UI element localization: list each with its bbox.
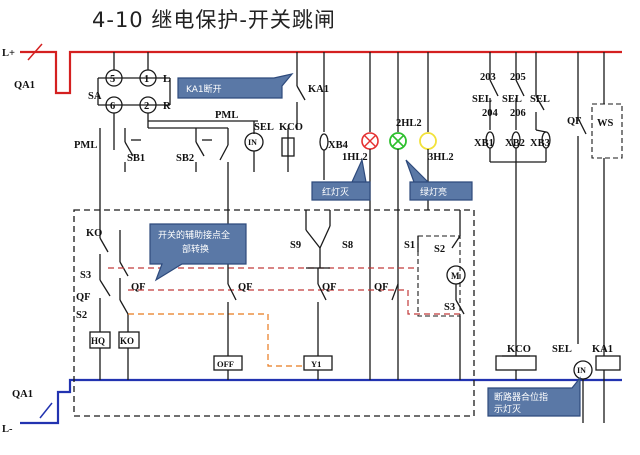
sel-in-unit — [244, 121, 264, 172]
qf-2-label: QF — [238, 282, 253, 293]
callout-red-lamp: 红灯灭 — [311, 158, 371, 201]
pml-top-label: PML — [215, 110, 238, 121]
off-link-line — [128, 313, 306, 367]
xb1-label: XB1 — [474, 138, 494, 149]
ka1-contact — [296, 52, 306, 130]
qf-3-label: QF — [322, 282, 337, 293]
qf-left-label: QF — [76, 292, 91, 303]
node-205-label: 205 — [510, 72, 526, 83]
l-label: L — [163, 74, 170, 85]
qf-5-label: QF — [567, 116, 582, 127]
callout-ka1-open: KA1断开 — [177, 73, 294, 99]
r-label: R — [163, 101, 171, 112]
sel-label: SEL — [254, 122, 274, 133]
positive-rail — [20, 43, 622, 95]
s2-left-label: S2 — [76, 310, 87, 321]
y1-coil-label: Y1 — [311, 359, 321, 369]
control-switch-sa — [97, 52, 258, 150]
sel-b-label: SEL — [552, 344, 572, 355]
svg-text:断路器合位指: 断路器合位指 — [494, 391, 548, 403]
y1-branch — [303, 210, 333, 380]
green-lamp-2hl2 — [389, 52, 407, 380]
left-chain — [89, 170, 140, 380]
callout-green-lamp: 绿灯亮 — [405, 159, 473, 201]
svg-text:KA1断开: KA1断开 — [186, 83, 222, 95]
s3-right-label: S3 — [444, 302, 455, 313]
svg-text:绿灯亮: 绿灯亮 — [420, 186, 447, 198]
meter-1-label: 1 — [144, 74, 149, 85]
s9-label: S9 — [290, 240, 301, 251]
sel-2-label: SEL — [502, 94, 522, 105]
pml-left-label: PML — [74, 140, 97, 151]
s3-left-label: S3 — [80, 270, 91, 281]
svg-text:部转换: 部转换 — [182, 243, 209, 255]
callout-indicator: 断路器合位指 示灯灭 — [487, 376, 581, 417]
kco-b-label: KCO — [507, 344, 531, 355]
sb2-label: SB2 — [176, 153, 194, 164]
svg-text:红灯灭: 红灯灭 — [322, 186, 349, 198]
motor-branch — [417, 210, 466, 380]
ka1-b-label: KA1 — [592, 344, 613, 355]
page-title: 4-10 继电保护-开关跳闸 — [92, 8, 336, 32]
sa-label: SA — [88, 91, 102, 102]
xb2-label: XB2 — [505, 138, 525, 149]
hl2-label: 2HL2 — [396, 118, 422, 129]
qa1-bottom-label: QA1 — [12, 389, 33, 400]
node-206-label: 206 — [510, 108, 526, 119]
push-button-sb1 — [124, 128, 141, 172]
positive-rail-label: L+ — [2, 48, 15, 59]
svg-text:示灯灭: 示灯灭 — [494, 404, 521, 415]
s8-label: S8 — [342, 240, 353, 251]
qf-lamp-contact — [391, 283, 399, 301]
svg-text:开关的辅助接点全: 开关的辅助接点全 — [158, 229, 230, 241]
node-203-label: 203 — [480, 72, 496, 83]
qf-1-label: QF — [131, 282, 146, 293]
ws-label: WS — [597, 118, 614, 129]
off-coil-label: OFF — [217, 359, 234, 369]
hq-coil-label: HQ — [91, 336, 105, 346]
mechanism-box — [73, 209, 475, 417]
xb4-connector — [319, 52, 329, 180]
ko-coil-label: KO — [120, 336, 134, 346]
kco-unit — [281, 128, 295, 172]
yellow-lamp-3hl2 — [419, 52, 437, 210]
ka1-label: KA1 — [308, 84, 329, 95]
qf-4-label: QF — [374, 282, 389, 293]
in-label: IN — [248, 138, 257, 147]
xb4-label: XB4 — [328, 140, 349, 151]
meter-6-label: 6 — [110, 101, 115, 112]
meter-2-label: 2 — [144, 101, 149, 112]
sb1-label: SB1 — [127, 153, 145, 164]
hl1-label: 1HL2 — [342, 152, 368, 163]
mech-link-line-2 — [128, 289, 460, 315]
motor-label: M — [451, 271, 460, 281]
push-button-sb2 — [195, 128, 212, 172]
qf-ws-section — [573, 52, 623, 423]
hl3-label: 3HL2 — [428, 152, 454, 163]
qa1-top-label: QA1 — [14, 80, 35, 91]
qf-off-branch — [213, 178, 243, 380]
s2-right-label: S2 — [434, 244, 445, 255]
node-204-label: 204 — [482, 108, 499, 119]
in-b-label: IN — [577, 366, 586, 375]
callout-aux-contacts: 开关的辅助接点全 部转换 — [149, 223, 247, 282]
ko-label: KO — [86, 228, 102, 239]
sel-1-label: SEL — [472, 94, 492, 105]
sel-3-label: SEL — [530, 94, 550, 105]
s1-label: S1 — [404, 240, 415, 251]
meter-5-label: 5 — [110, 74, 115, 85]
right-sel-section — [485, 52, 551, 380]
kco-label: KCO — [279, 122, 303, 133]
xb3-label: XB3 — [530, 138, 550, 149]
pml-contacts — [99, 128, 229, 178]
negative-rail — [20, 378, 622, 425]
red-lamp-1hl2 — [361, 52, 379, 380]
negative-rail-label: L- — [2, 424, 13, 435]
